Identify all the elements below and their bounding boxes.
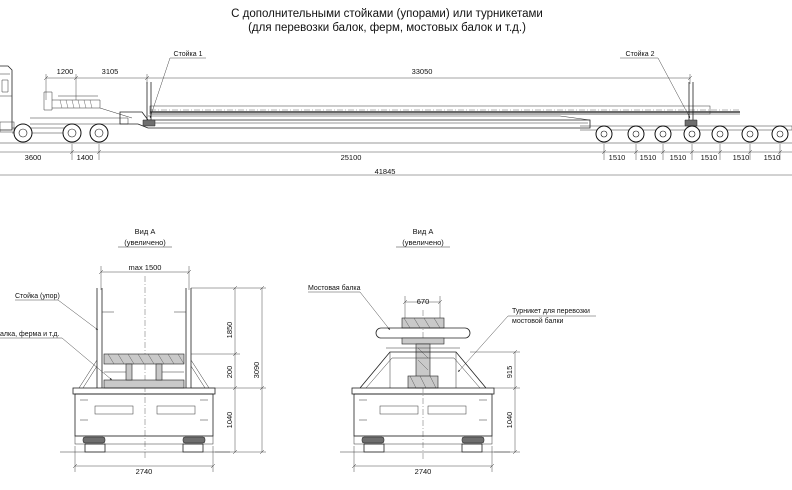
view-a-left: Вид А (увеличено) max 1500 <box>0 227 266 476</box>
dim-3105: 3105 <box>102 67 119 76</box>
dim-915: 915 <box>505 366 514 379</box>
dim-670: 670 <box>417 297 430 306</box>
tractor-cab <box>0 65 15 133</box>
dim-33050: 33050 <box>412 67 433 76</box>
bridge-beam-label: Мостовая балка <box>308 284 361 292</box>
left-trailer-rear <box>72 387 216 453</box>
view-a-left-subtitle: (увеличено) <box>124 238 166 247</box>
view-a-right-subtitle: (увеличено) <box>402 238 444 247</box>
side-view: Стойка 1 Стойка 2 1200 3105 <box>0 50 792 176</box>
post-1 <box>142 82 156 127</box>
long-beam-load <box>149 105 711 115</box>
dim-total-41845: 41845 <box>375 167 396 176</box>
turnstile-label-1: Турникет для перевозки <box>512 308 590 315</box>
dim-1040-left: 1040 <box>225 412 234 429</box>
dim-1850: 1850 <box>225 322 234 339</box>
dim-axle-1: 1510 <box>609 153 626 162</box>
dim-3090: 3090 <box>252 362 261 379</box>
trailer-rear-bogie <box>580 125 792 143</box>
title-line-2: (для перевозки балок, ферм, мостовых бал… <box>248 22 526 34</box>
dim-axle-2: 1510 <box>640 153 657 162</box>
dim-max-1500: max 1500 <box>129 263 162 272</box>
title-line-1: С дополнительными стойками (упорами) или… <box>231 8 543 20</box>
dim-1040-right: 1040 <box>505 412 514 429</box>
post-support-label: Стойка (упор) <box>15 292 60 300</box>
bottom-dimensions <box>0 144 792 176</box>
bridge-beam <box>375 317 471 389</box>
trailer-deck <box>119 109 740 129</box>
dim-200: 200 <box>225 366 234 379</box>
tractor-wheels <box>13 123 109 143</box>
view-a-right: Вид А (увеличено) 670 <box>308 227 596 476</box>
dim-axle-3: 1510 <box>670 153 687 162</box>
view-a-left-title: Вид А <box>135 227 156 236</box>
dim-2740-right: 2740 <box>415 467 432 476</box>
post-2-label: Стойка 2 <box>626 50 655 58</box>
top-dimensions <box>43 74 693 100</box>
post-2 <box>684 82 698 127</box>
right-trailer-rear <box>351 387 495 453</box>
dim-1200: 1200 <box>57 67 74 76</box>
dim-axle-4: 1510 <box>701 153 718 162</box>
dim-2740-left: 2740 <box>136 467 153 476</box>
dim-axle-5: 1510 <box>733 153 750 162</box>
view-a-right-title: Вид А <box>413 227 434 236</box>
turnstile-frame <box>359 347 487 389</box>
dim-1400: 1400 <box>77 153 94 162</box>
dim-axle-6: 1510 <box>764 153 781 162</box>
right-vertical-dims <box>470 349 520 455</box>
left-stanchions <box>78 288 210 389</box>
beam-truss-label: алка, ферма и т.д. <box>0 331 59 338</box>
left-vertical-dims <box>191 285 266 455</box>
left-beam-load <box>103 353 185 389</box>
dim-25100: 25100 <box>341 153 362 162</box>
post-1-label: Стойка 1 <box>174 50 203 58</box>
turnstile-label-2: мостовой балки <box>512 317 564 325</box>
dim-3600: 3600 <box>25 153 42 162</box>
